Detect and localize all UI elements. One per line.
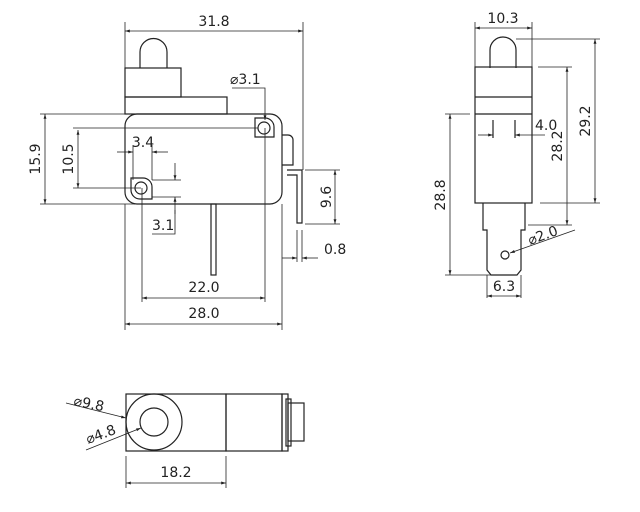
dim-bottom-length: 18.2 (160, 465, 191, 481)
upper-hole (257, 121, 271, 135)
dim-terminal-height: 9.6 (319, 186, 335, 208)
dim-side-width: 10.3 (487, 11, 518, 27)
terminal-hole (500, 250, 510, 260)
bottom-tab (287, 402, 305, 442)
dim-body-height: 28.2 (550, 130, 566, 161)
dim-hole-offset-vertical: 3.1 (152, 218, 174, 234)
dim-outer-diameter: ⌀9.8 (72, 393, 105, 415)
bottom-view: ⌀9.8 ⌀4.8 18.2 (65, 393, 305, 488)
side-terminal-tab (482, 203, 526, 276)
dim-body-width: 28.0 (188, 306, 219, 322)
dim-terminal-width: 6.3 (493, 279, 515, 295)
center-pin (210, 203, 217, 276)
outer-circle (125, 393, 183, 451)
lower-hole-boss (130, 177, 153, 200)
dim-overall-height: 29.2 (578, 105, 594, 136)
dim-terminal-length: 28.8 (433, 179, 449, 210)
dim-slot-width: 4.0 (535, 118, 557, 134)
side-terminal (287, 169, 303, 224)
bottom-front-block (125, 393, 227, 452)
front-view: 31.8 ⌀3.1 15.9 10.5 3.4 3.1 9.6 0.8 22.0… (28, 14, 346, 330)
dim-hole-offset-horizontal: 3.4 (132, 135, 154, 151)
dim-mount-height: 15.9 (28, 143, 44, 174)
inner-circle (139, 407, 169, 437)
cover-block (124, 96, 228, 115)
side-view: 10.3 29.2 28.2 28.8 4.0 ⌀2.0 6.3 (433, 11, 600, 298)
side-bump (282, 134, 294, 166)
dim-terminal-hole: ⌀2.0 (526, 223, 560, 249)
dim-hole-spacing-vertical: 10.5 (61, 143, 77, 174)
dim-overall-width: 31.8 (198, 14, 229, 30)
bottom-rear-block (225, 393, 283, 452)
dim-hole-diameter: ⌀3.1 (230, 72, 261, 88)
dim-terminal-thickness: 0.8 (324, 242, 346, 258)
plunger-block (124, 67, 182, 98)
actuator (139, 37, 168, 68)
switch-body (124, 113, 283, 205)
dim-hole-spacing-horizontal: 22.0 (188, 280, 219, 296)
side-actuator (489, 36, 517, 68)
